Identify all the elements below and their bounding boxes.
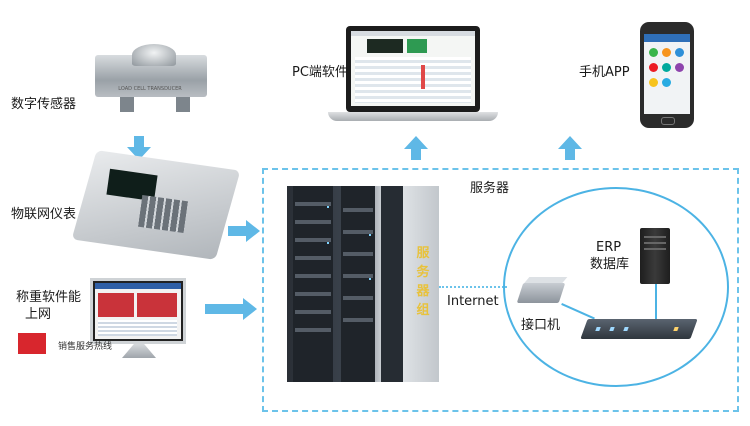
sensor-dome (132, 44, 176, 66)
interface-machine-label: 接口机 (521, 318, 561, 333)
erp-database-server (640, 228, 670, 284)
server-dashed-box (262, 168, 739, 412)
weigh-software-label-line1: 称重软件能 (16, 290, 82, 305)
erp-label-line2: 数据库 (590, 257, 630, 272)
weigh-software-label-line2: 上网 (25, 307, 52, 322)
hotline-red-square (18, 333, 46, 354)
internet-label: Internet (447, 294, 499, 309)
erp-switch-link (655, 284, 657, 320)
network-circle (503, 187, 729, 387)
mobile-phone (640, 22, 694, 128)
server-label: 服务器 (470, 181, 510, 196)
pc-laptop-base (328, 112, 498, 121)
monitor-stand (122, 344, 156, 358)
arrow-right-icon (205, 298, 257, 320)
mobile-app-label: 手机APP (579, 65, 630, 80)
server-rack-image (287, 186, 439, 382)
server-cluster-label: 服务器组 (416, 246, 430, 318)
indicator-label: 物联网仪表 (11, 207, 77, 222)
arrow-right-icon (228, 220, 260, 242)
network-switch (580, 319, 698, 339)
erp-label-line1: ERP (596, 240, 622, 255)
sensor-foot-right (176, 97, 190, 112)
sensor-foot-left (120, 97, 134, 112)
pc-laptop-screen (346, 26, 480, 112)
internet-link (439, 286, 507, 288)
interface-machine (516, 283, 566, 303)
pc-software-label: PC端软件 (292, 65, 348, 80)
sensor-plate: LOAD CELL TRANSDUCER (118, 86, 182, 92)
hotline-label: 销售服务热线 (58, 342, 113, 352)
arrow-up-icon (558, 136, 582, 160)
indicator-keypad (137, 194, 189, 234)
arrow-up-icon (404, 136, 428, 160)
arrow-down-icon (127, 136, 151, 160)
weighing-software-monitor (90, 278, 186, 344)
sensor-label: 数字传感器 (11, 97, 77, 112)
